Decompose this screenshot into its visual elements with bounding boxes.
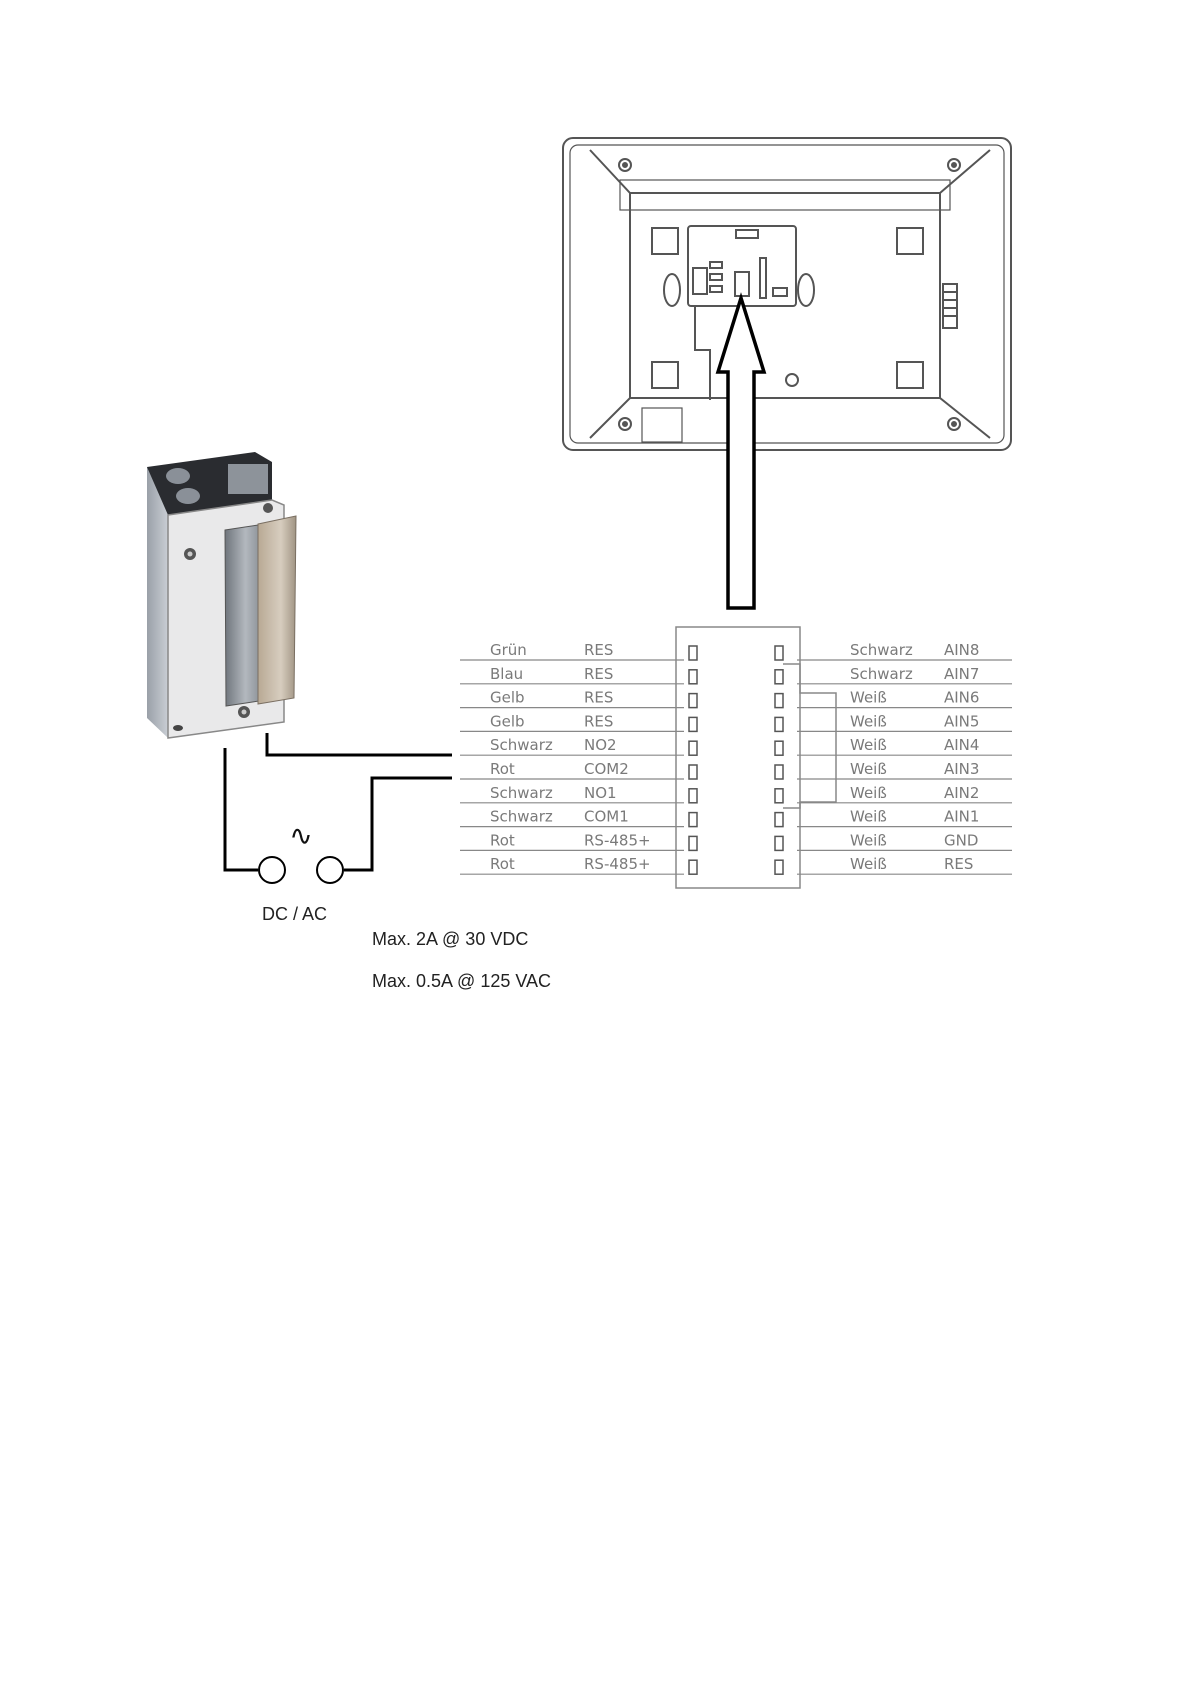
terminal-right-signal: AIN7	[944, 665, 979, 683]
terminal-right-signal: AIN3	[944, 760, 979, 778]
wire-lock-to-source	[225, 748, 258, 870]
rating-ac: Max. 0.5A @ 125 VAC	[372, 971, 551, 991]
terminal-left-color: Blau	[490, 665, 523, 683]
terminal-left-signal: RS-485+	[584, 855, 651, 873]
terminal-slot-left	[689, 694, 697, 708]
terminal-right-color: Weiß	[850, 712, 887, 730]
terminal-slot-left	[689, 813, 697, 827]
terminal-right-signal: AIN4	[944, 736, 979, 754]
terminal-slot-right	[775, 717, 783, 731]
ac-symbol: ∿	[289, 819, 312, 852]
terminal-left-color: Schwarz	[490, 808, 553, 826]
terminal-slot-right	[775, 646, 783, 660]
terminal-left-signal: NO1	[584, 784, 617, 802]
terminal-right-color: Weiß	[850, 808, 887, 826]
terminal-left-signal: RES	[584, 689, 613, 707]
terminal-right-signal: GND	[944, 831, 978, 849]
terminal-housing	[676, 627, 800, 888]
terminal-slot-left	[689, 860, 697, 874]
terminal-right-signal: RES	[944, 855, 973, 873]
terminal-slot-right	[775, 741, 783, 755]
terminal-slot-left	[689, 670, 697, 684]
connection-arrow-icon	[718, 298, 764, 608]
terminal-right-color: Schwarz	[850, 641, 913, 659]
terminal-slot-right	[775, 765, 783, 779]
terminal-slot-left	[689, 646, 697, 660]
terminal-right-signal: AIN8	[944, 641, 979, 659]
wire-source-to-com2	[344, 778, 452, 870]
touch-panel-back-icon	[563, 138, 1011, 450]
terminal-right-color: Weiß	[850, 689, 887, 707]
terminal-slot-right	[775, 860, 783, 874]
terminal-right-color: Schwarz	[850, 665, 913, 683]
terminal-left-signal: RES	[584, 665, 613, 683]
terminal-slot-left	[689, 741, 697, 755]
terminal-slot-left	[689, 789, 697, 803]
power-source-label: DC / AC	[262, 904, 327, 924]
terminal-left-color: Schwarz	[490, 736, 553, 754]
terminal-right-signal: AIN6	[944, 689, 979, 707]
terminal-slot-left	[689, 836, 697, 850]
terminal-slot-right	[775, 836, 783, 850]
terminal-right-signal: AIN2	[944, 784, 979, 802]
terminal-left-signal: NO2	[584, 736, 617, 754]
terminal-slot-right	[775, 813, 783, 827]
terminal-left-signal: RES	[584, 712, 613, 730]
terminal-right-signal: AIN5	[944, 712, 979, 730]
terminal-slot-left	[689, 765, 697, 779]
terminal-left-color: Rot	[490, 855, 515, 873]
terminal-left-signal: COM1	[584, 808, 629, 826]
terminal-slot-left	[689, 717, 697, 731]
terminal-right-color: Weiß	[850, 831, 887, 849]
wiring	[225, 733, 452, 883]
terminal-left-color: Rot	[490, 831, 515, 849]
terminal-left-color: Grün	[490, 641, 527, 659]
terminal-right-color: Weiß	[850, 736, 887, 754]
source-terminal-left	[259, 857, 285, 883]
terminal-right-color: Weiß	[850, 855, 887, 873]
terminal-left-color: Rot	[490, 760, 515, 778]
terminal-right-color: Weiß	[850, 784, 887, 802]
terminal-slot-right	[775, 694, 783, 708]
terminal-left-signal: COM2	[584, 760, 629, 778]
terminal-slot-right	[775, 789, 783, 803]
terminal-left-color: Gelb	[490, 689, 525, 707]
terminal-right-signal: AIN1	[944, 808, 979, 826]
terminal-right-color: Weiß	[850, 760, 887, 778]
terminal-left-signal: RES	[584, 641, 613, 659]
door-strike-icon	[147, 452, 296, 738]
terminal-left-color: Gelb	[490, 712, 525, 730]
terminal-bridge	[783, 664, 836, 808]
wire-lock-to-no2	[267, 733, 452, 755]
terminal-slot-right	[775, 670, 783, 684]
terminal-left-signal: RS-485+	[584, 831, 651, 849]
terminal-left-color: Schwarz	[490, 784, 553, 802]
rating-dc: Max. 2A @ 30 VDC	[372, 929, 528, 949]
source-terminal-right	[317, 857, 343, 883]
